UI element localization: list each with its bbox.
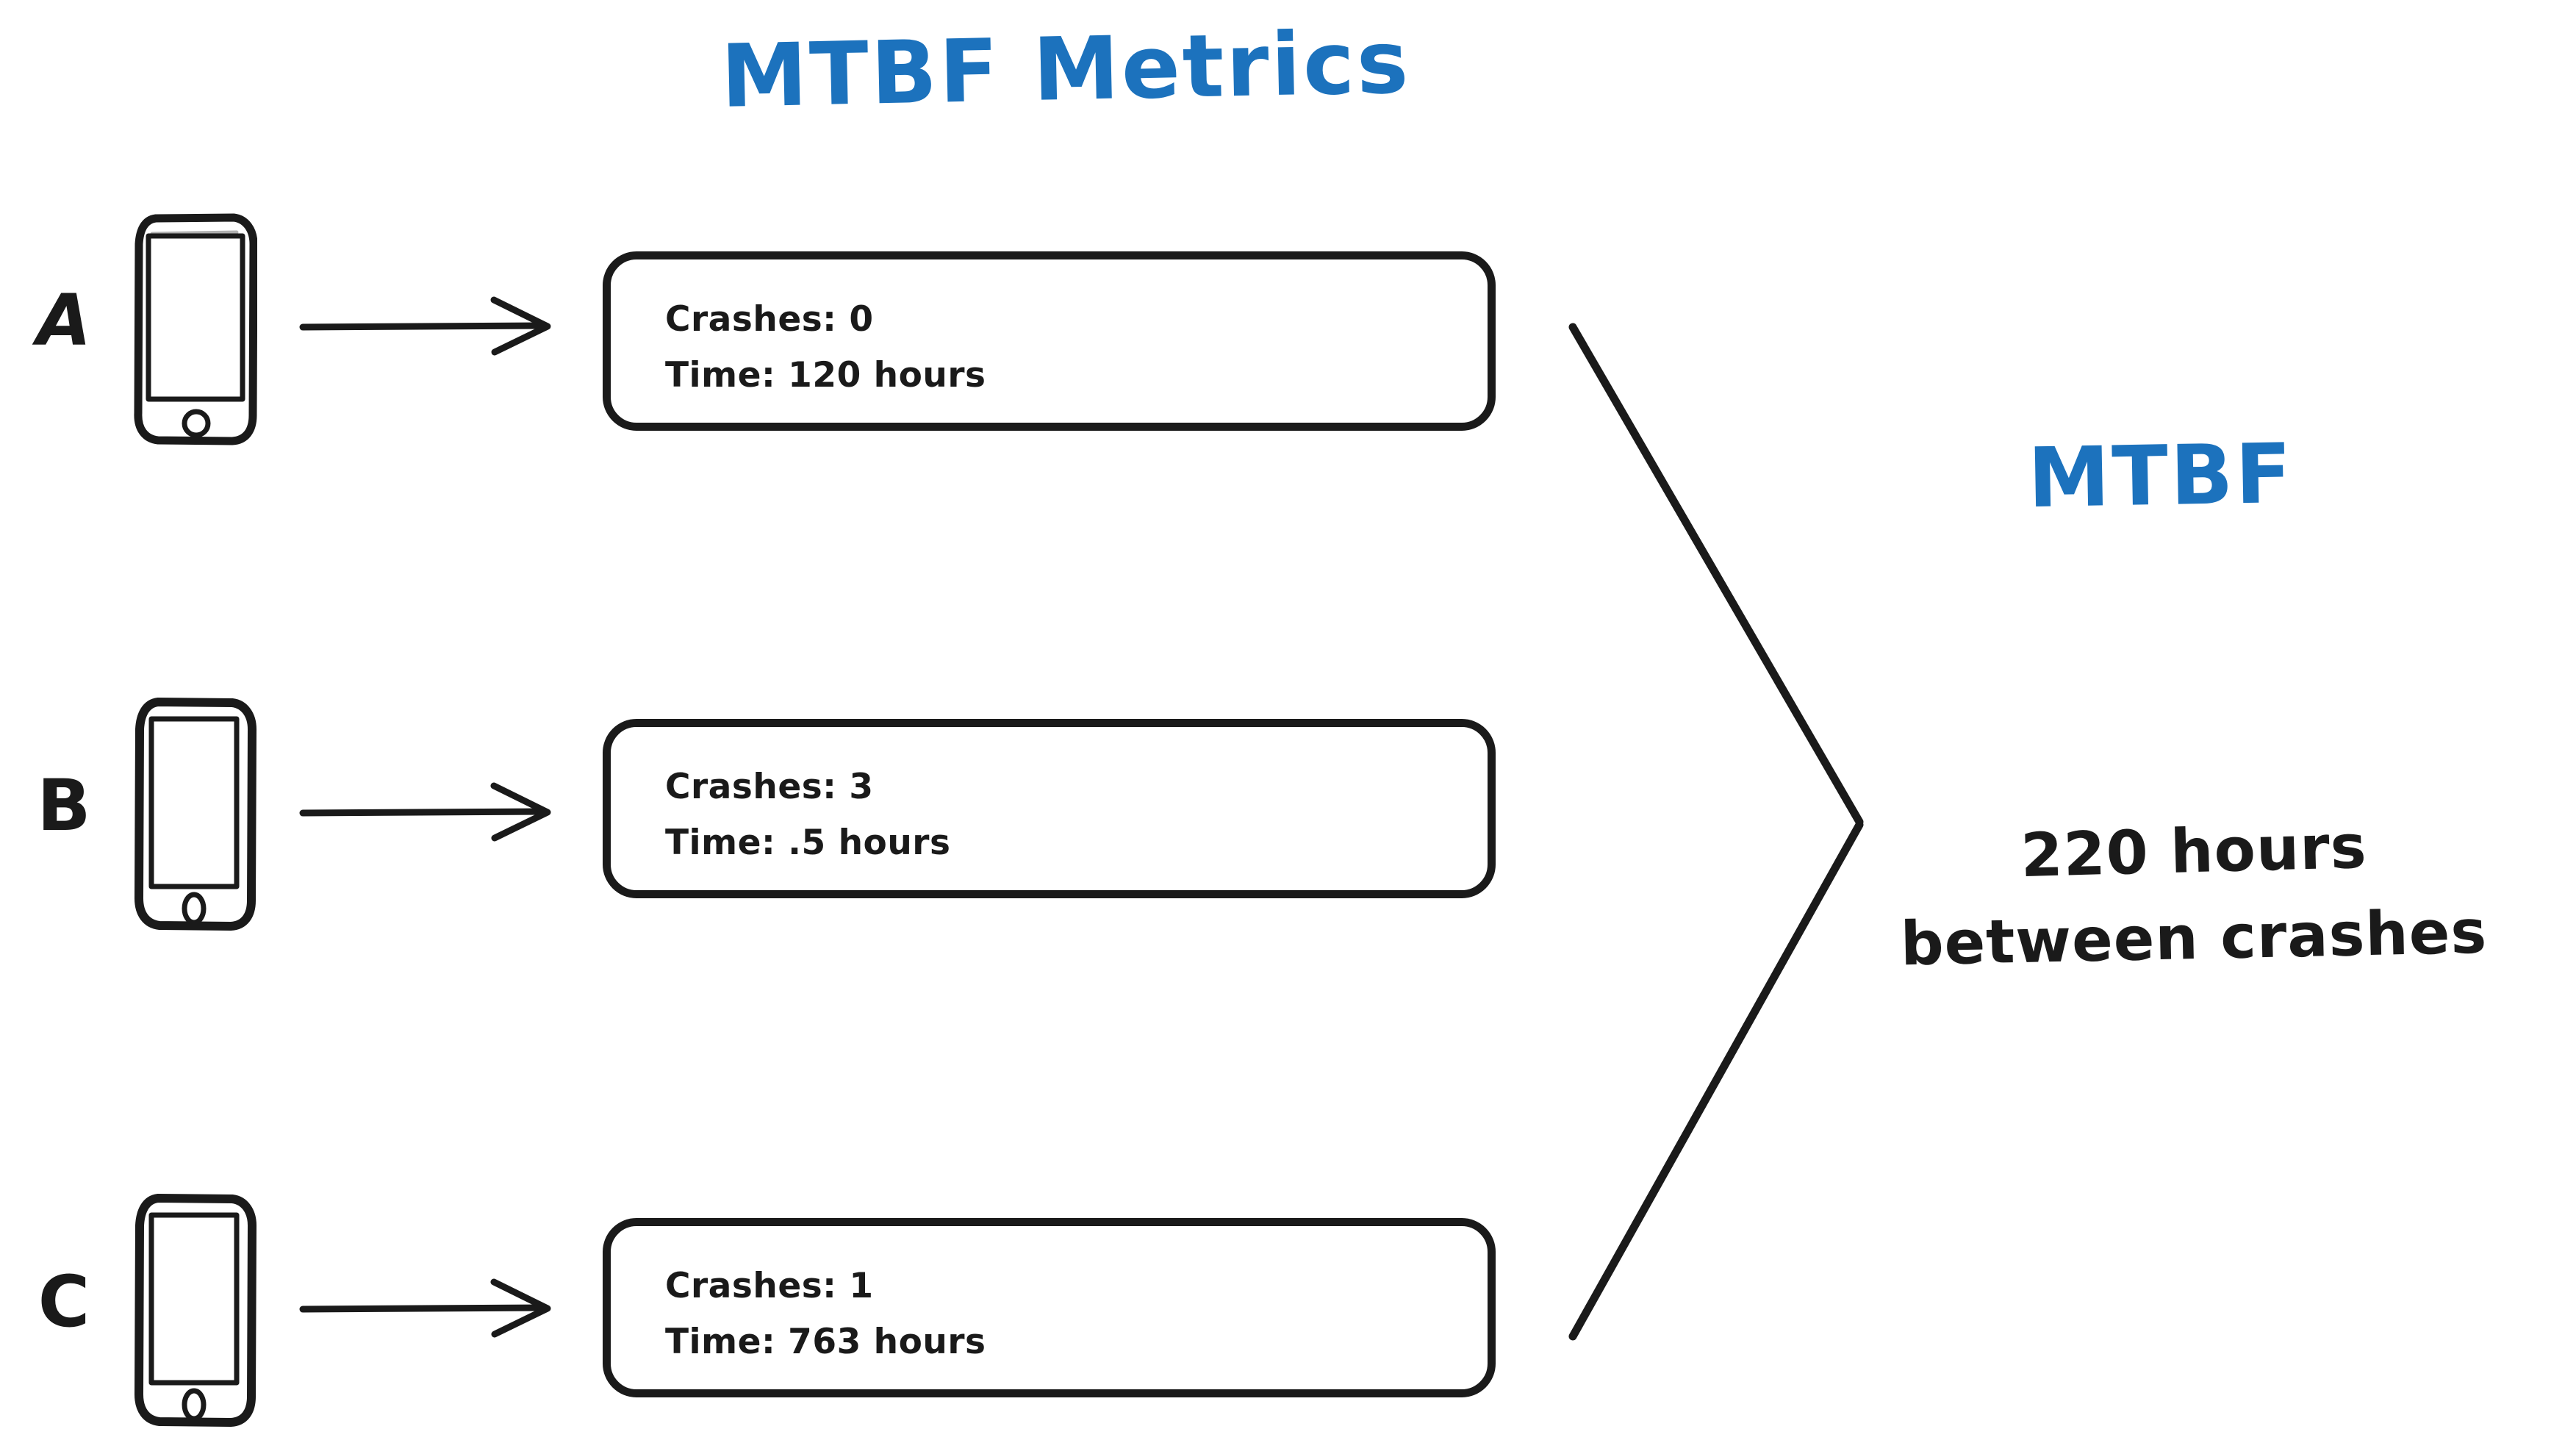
crashes-line: Crashes: 0 (665, 299, 874, 340)
result-label: MTBF (2027, 426, 2295, 527)
metric-lines-b: Crashes: 3 Time: .5 hours (665, 759, 950, 871)
metric-box-c: Crashes: 1 Time: 763 hours (603, 1218, 1496, 1397)
converging-connector (1536, 294, 1918, 1375)
metric-lines-c: Crashes: 1 Time: 763 hours (665, 1258, 986, 1370)
result-value-line-2: between crashes (1899, 897, 2489, 980)
arrow-right-icon (294, 772, 559, 853)
arrow-right-icon (294, 287, 559, 368)
phone-icon (134, 212, 257, 445)
time-line: Time: 763 hours (665, 1322, 986, 1362)
phone-icon (134, 1193, 257, 1427)
crashes-line: Crashes: 1 (665, 1266, 874, 1306)
metric-lines-a: Crashes: 0 Time: 120 hours (665, 292, 986, 404)
device-label-c: C (37, 1261, 90, 1343)
metric-box-a: Crashes: 0 Time: 120 hours (603, 251, 1496, 431)
device-label-b: B (37, 764, 91, 847)
arrow-right-icon (294, 1268, 559, 1349)
page-title: MTBF Metrics (720, 11, 1412, 127)
crashes-line: Crashes: 3 (665, 767, 874, 807)
result-value: 220 hours between crashes (1823, 809, 2565, 982)
time-line: Time: .5 hours (665, 823, 951, 863)
device-label-a: A (36, 279, 92, 362)
device-row-a: A Crashes: 0 Time: 120 hours (0, 206, 1543, 448)
metric-box-b: Crashes: 3 Time: .5 hours (603, 719, 1496, 898)
result-value-line-1: 220 hours (2020, 812, 2368, 892)
device-row-b: B Crashes: 3 Time: .5 hours (0, 691, 1543, 934)
device-row-c: C Crashes: 1 Time: 763 hours (0, 1187, 1543, 1429)
time-line: Time: 120 hours (665, 355, 986, 395)
phone-icon (134, 697, 257, 931)
